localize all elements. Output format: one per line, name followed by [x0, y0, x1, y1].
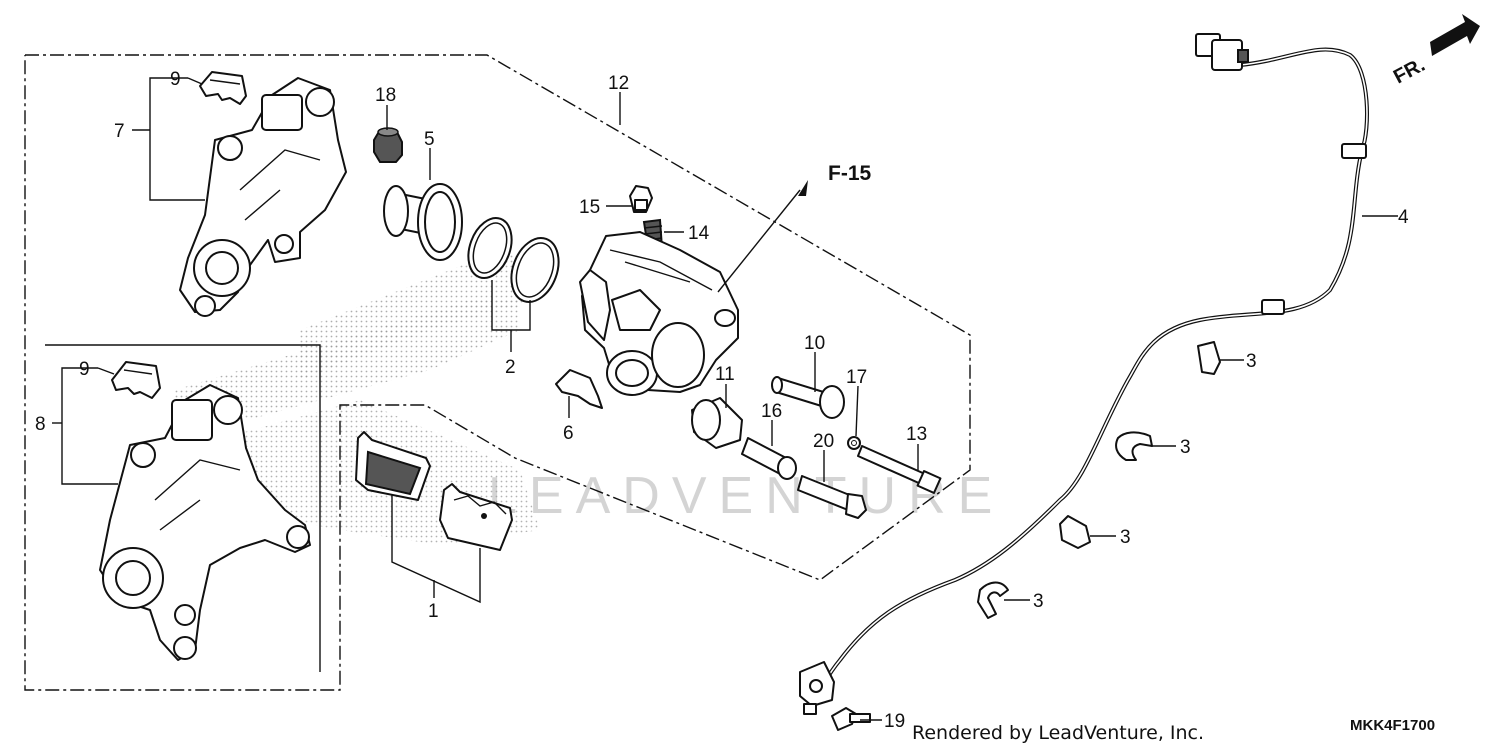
caliper-piston	[383, 183, 463, 261]
diagram-code: MKK4F1700	[1350, 717, 1435, 734]
assembly-outlines	[24, 54, 971, 691]
callout-3: 3	[1120, 527, 1131, 548]
slide-pin	[771, 376, 845, 419]
callout-7: 7	[114, 121, 125, 142]
callout-16: 16	[761, 401, 782, 422]
sensor-screw	[831, 707, 871, 731]
caliper-bolt	[797, 475, 867, 519]
bleeder-cap	[373, 127, 403, 163]
callout-labels: 1 2 3 3 3 3 4 5 6 7 8 9 9 10 11 12 13 14…	[35, 69, 1409, 732]
callout-2: 2	[505, 357, 516, 378]
callout-9: 9	[79, 359, 90, 380]
callout-3: 3	[1180, 437, 1191, 458]
callout-10: 10	[804, 333, 825, 354]
front-direction-label: FR.	[1390, 54, 1429, 89]
pin-boot	[691, 397, 743, 449]
caliper-body	[579, 231, 739, 396]
callout-9: 9	[170, 69, 181, 90]
callout-3: 3	[1246, 351, 1257, 372]
caliper-bracket-upper	[179, 77, 347, 317]
callout-17: 17	[846, 367, 867, 388]
pad-pin	[857, 445, 942, 494]
credit-text: Rendered by LeadVenture, Inc.	[912, 722, 1204, 744]
pin-sleeve	[741, 437, 797, 480]
callout-4: 4	[1398, 207, 1409, 228]
reference-label: F-15	[828, 162, 872, 185]
pad-retainer	[555, 369, 603, 409]
pad-spring-lower	[111, 361, 161, 399]
callout-15: 15	[579, 197, 600, 218]
cable-clamps	[977, 341, 1221, 619]
brake-pads	[355, 431, 513, 551]
callout-13: 13	[906, 424, 927, 445]
callout-12: 12	[608, 73, 629, 94]
callout-6: 6	[563, 423, 574, 444]
callout-8: 8	[35, 414, 46, 435]
callout-14: 14	[688, 223, 710, 244]
bleeder-valve	[629, 185, 653, 213]
callout-11: 11	[715, 364, 735, 385]
pad-spring-upper	[199, 71, 247, 105]
speed-sensor-cable	[799, 33, 1369, 715]
front-direction-arrow-icon	[1430, 14, 1480, 56]
callout-19: 19	[884, 711, 905, 732]
callout-5: 5	[424, 129, 435, 150]
callout-1: 1	[428, 601, 439, 622]
o-ring	[847, 436, 861, 450]
callout-18: 18	[375, 85, 396, 106]
leader-lines	[52, 77, 1398, 721]
caliper-bracket-lower	[99, 384, 311, 661]
callout-20: 20	[813, 431, 834, 452]
piston-seals	[467, 217, 560, 303]
callout-3: 3	[1033, 591, 1044, 612]
